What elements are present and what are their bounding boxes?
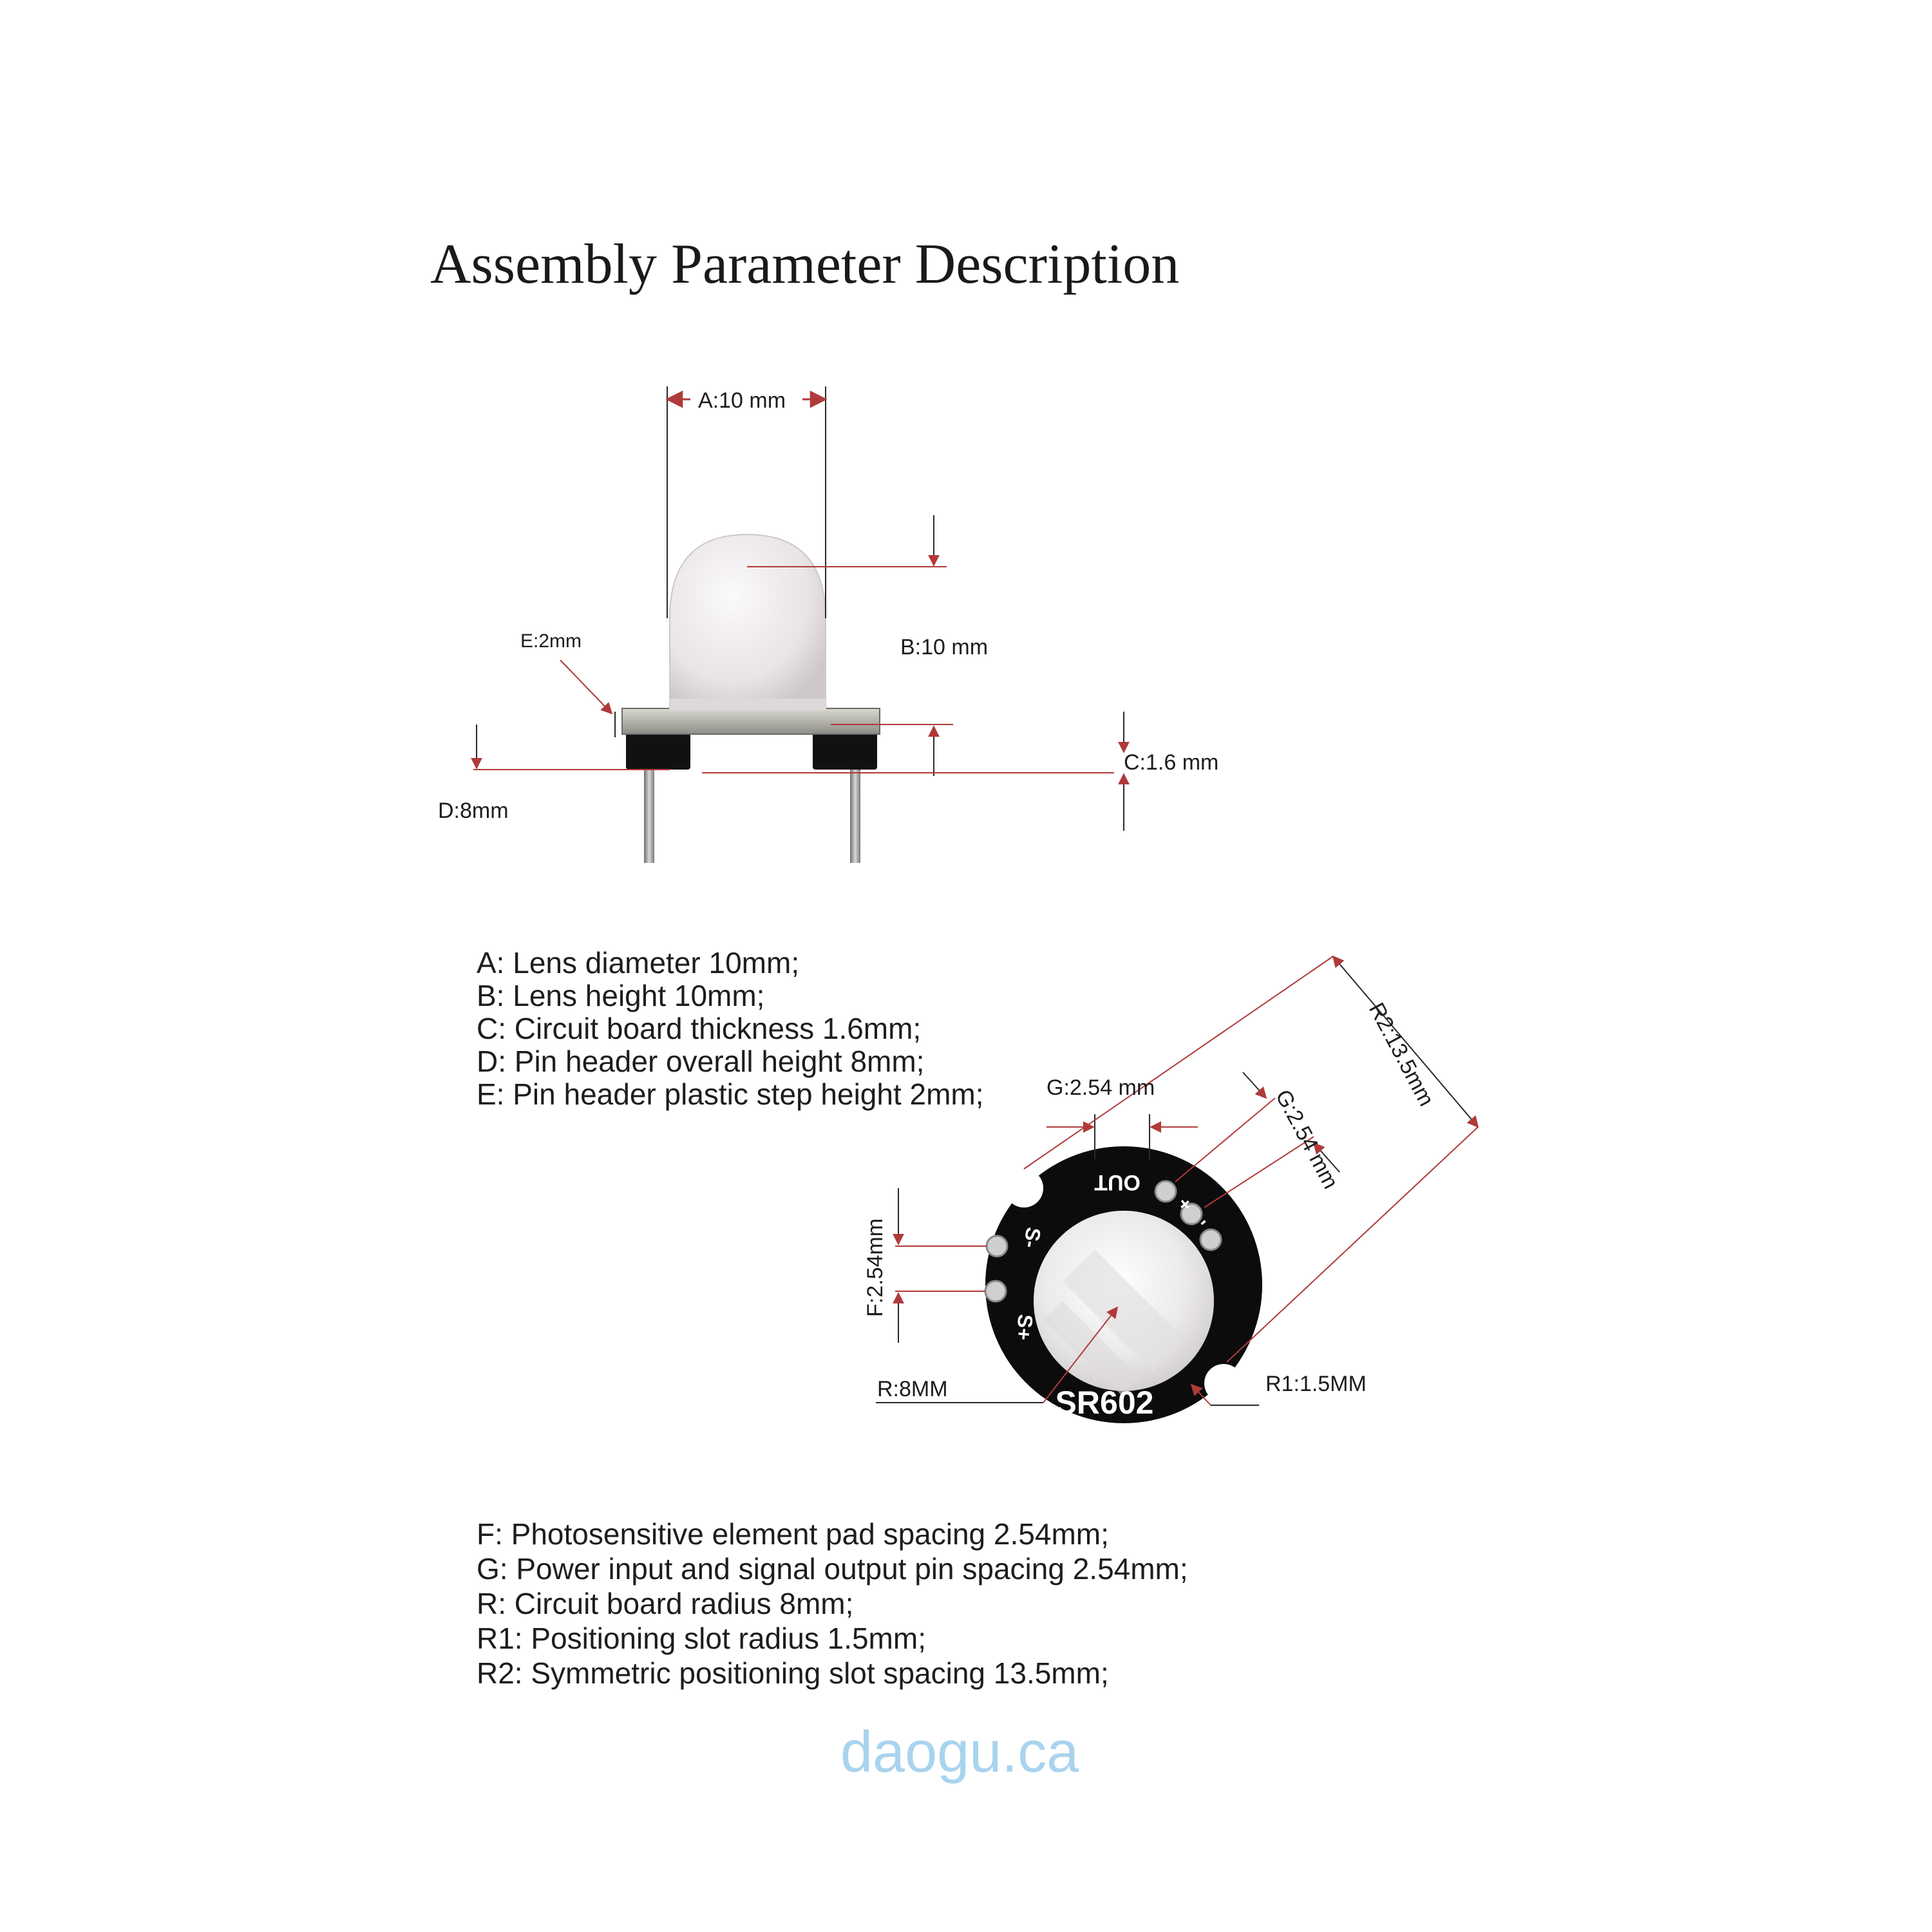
pad-s-plus: [984, 1280, 1007, 1303]
label-c: C:1.6 mm: [1124, 750, 1218, 775]
watermark: daogu.ca: [840, 1720, 1079, 1785]
label-g-top: G:2.54 mm: [1046, 1075, 1155, 1100]
silk-out: OUT: [1094, 1170, 1141, 1195]
lens-dome-side: [669, 533, 826, 709]
pin-header-left: [626, 731, 690, 770]
note-d: D: Pin header overall height 8mm;: [477, 1045, 925, 1078]
label-f: F:2.54mm: [863, 1218, 887, 1317]
note-r1: R1: Positioning slot radius 1.5mm;: [477, 1622, 926, 1655]
board-model: SR602: [1056, 1385, 1154, 1421]
note-e: E: Pin header plastic step height 2mm;: [477, 1077, 984, 1111]
notes-top: A: Lens diameter 10mm; B: Lens height 10…: [477, 947, 984, 1111]
label-a: A:10 mm: [698, 388, 786, 413]
positioning-slot-right: [1204, 1364, 1243, 1403]
silk-s-plus: S+: [1012, 1313, 1037, 1341]
lens-base-ring: [670, 699, 826, 710]
pad-out: [1154, 1180, 1177, 1203]
side-view: A:10 mm B:10 mm C:1.6 mm D:8mm E:2mm: [438, 386, 1218, 863]
label-e: E:2mm: [520, 630, 582, 652]
label-r1: R1:1.5MM: [1265, 1372, 1367, 1396]
circuit-board-side: [621, 708, 880, 735]
pad-s-minus: [985, 1235, 1009, 1258]
note-c: C: Circuit board thickness 1.6mm;: [477, 1012, 922, 1045]
pad-minus: [1199, 1228, 1222, 1251]
note-a: A: Lens diameter 10mm;: [477, 946, 800, 980]
pad-plus: [1180, 1202, 1203, 1226]
silk-s-minus: S-: [1019, 1226, 1045, 1250]
label-r: R:8MM: [877, 1377, 948, 1401]
pin-left: [644, 760, 654, 863]
notes-bottom: F: Photosensitive element pad spacing 2.…: [477, 1517, 1188, 1690]
pin-header-right: [813, 731, 877, 770]
note-f: F: Photosensitive element pad spacing 2.…: [477, 1517, 1109, 1551]
pin-right: [850, 760, 860, 863]
label-b: B:10 mm: [900, 635, 988, 659]
note-r: R: Circuit board radius 8mm;: [477, 1587, 854, 1620]
label-r2: R2:13.5mm: [1364, 999, 1439, 1110]
positioning-slot-left: [1005, 1169, 1043, 1208]
note-r2: R2: Symmetric positioning slot spacing 1…: [477, 1656, 1109, 1690]
note-g: G: Power input and signal output pin spa…: [477, 1552, 1188, 1586]
top-view: OUT S- S+ + - SR602: [863, 955, 1479, 1423]
page-title: Assembly Parameter Description: [430, 233, 1180, 296]
note-b: B: Lens height 10mm;: [477, 979, 765, 1012]
label-g-right: G:2.54 mm: [1271, 1086, 1343, 1193]
label-d: D:8mm: [438, 799, 509, 823]
